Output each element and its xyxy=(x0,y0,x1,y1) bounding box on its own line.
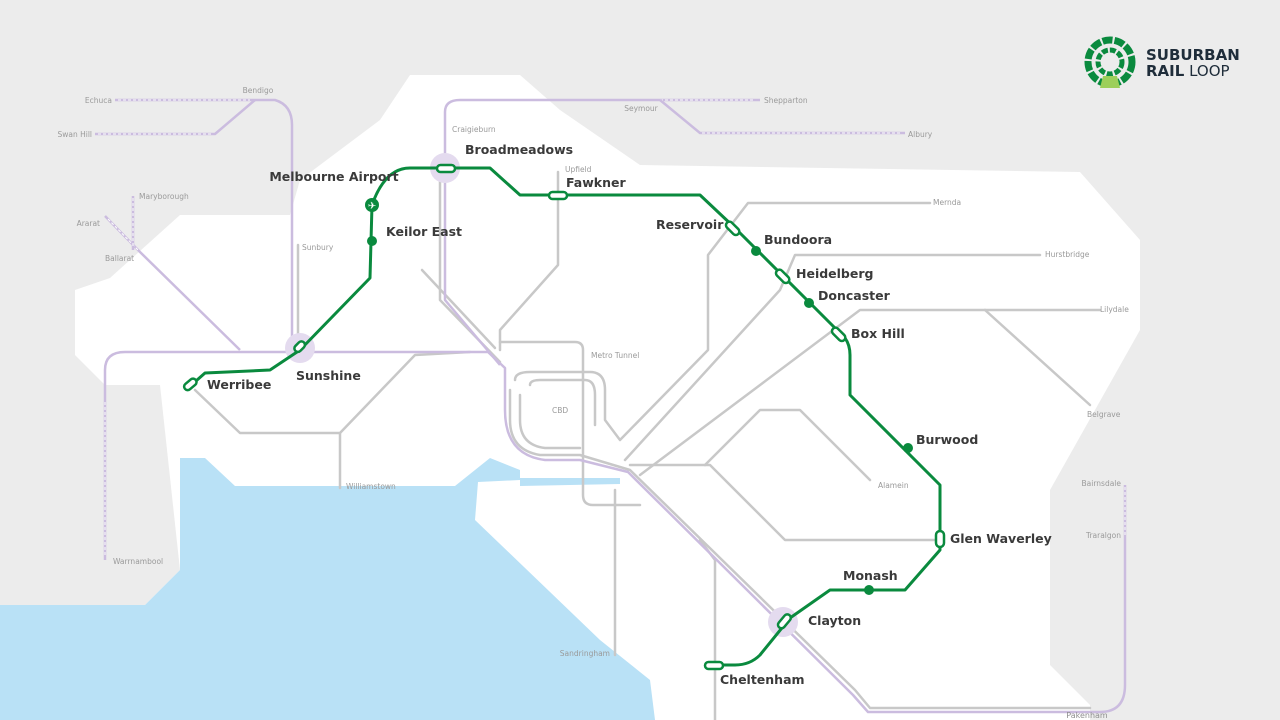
line-terminus-labels: Echuca Bendigo Swan Hill Maryborough Ara… xyxy=(57,86,1129,720)
label-maryborough: Maryborough xyxy=(139,192,189,201)
label-alamein: Alamein xyxy=(878,481,909,490)
srl-line xyxy=(186,166,942,667)
srl-logo: SUBURBAN RAIL LOOP xyxy=(1084,36,1240,88)
label-belgrave: Belgrave xyxy=(1087,410,1121,419)
station-bundoora[interactable]: Bundoora xyxy=(764,232,832,247)
label-sandringham: Sandringham xyxy=(560,649,610,658)
regional-lines xyxy=(95,98,1127,714)
station-cheltenham[interactable]: Cheltenham xyxy=(720,672,805,687)
station-sunshine[interactable]: Sunshine xyxy=(296,368,361,383)
station-fawkner[interactable]: Fawkner xyxy=(566,175,626,190)
label-traralgon: Traralgon xyxy=(1085,531,1121,540)
label-bairnsdale: Bairnsdale xyxy=(1082,479,1122,488)
label-pakenham: Pakenham xyxy=(1066,711,1108,720)
station-keilor-east[interactable]: Keilor East xyxy=(386,224,462,239)
label-albury: Albury xyxy=(908,130,933,139)
label-ballarat: Ballarat xyxy=(105,254,134,263)
label-seymour: Seymour xyxy=(624,104,658,113)
label-hurstbridge: Hurstbridge xyxy=(1045,250,1090,259)
station-glen-waverley[interactable]: Glen Waverley xyxy=(950,531,1052,546)
label-lilydale: Lilydale xyxy=(1100,305,1129,314)
metro-lines xyxy=(193,168,1102,720)
label-shepparton: Shepparton xyxy=(764,96,808,105)
station-burwood[interactable]: Burwood xyxy=(916,432,978,447)
station-monash[interactable]: Monash xyxy=(843,568,898,583)
airplane-icon: ✈ xyxy=(368,201,376,212)
label-bendigo: Bendigo xyxy=(243,86,274,95)
label-warrnambool: Warrnambool xyxy=(113,557,163,566)
label-mernda: Mernda xyxy=(933,198,961,207)
water-river xyxy=(520,478,620,486)
station-werribee[interactable]: Werribee xyxy=(207,377,271,392)
station-markers: ✈ xyxy=(182,163,946,671)
station-clayton[interactable]: Clayton xyxy=(808,613,861,628)
water-bay xyxy=(0,458,655,720)
label-cbd: CBD xyxy=(552,406,568,415)
station-doncaster[interactable]: Doncaster xyxy=(818,288,891,303)
label-metro-tunnel: Metro Tunnel xyxy=(591,351,639,360)
station-melbourne-airport[interactable]: Melbourne Airport xyxy=(269,169,398,184)
label-ararat: Ararat xyxy=(77,219,100,228)
logo-text-line1: SUBURBAN xyxy=(1146,46,1240,64)
label-craigieburn: Craigieburn xyxy=(452,125,496,134)
station-heidelberg[interactable]: Heidelberg xyxy=(796,266,873,281)
label-upfield: Upfield xyxy=(565,165,592,174)
label-sunbury: Sunbury xyxy=(302,243,334,252)
label-echuca: Echuca xyxy=(85,96,112,105)
station-reservoir[interactable]: Reservoir xyxy=(656,217,724,232)
logo-text-line2: RAIL LOOP xyxy=(1146,62,1230,80)
label-williamstown: Williamstown xyxy=(346,482,396,491)
station-broadmeadows[interactable]: Broadmeadows xyxy=(465,142,573,157)
label-swan-hill: Swan Hill xyxy=(57,130,92,139)
station-box-hill[interactable]: Box Hill xyxy=(851,326,905,341)
